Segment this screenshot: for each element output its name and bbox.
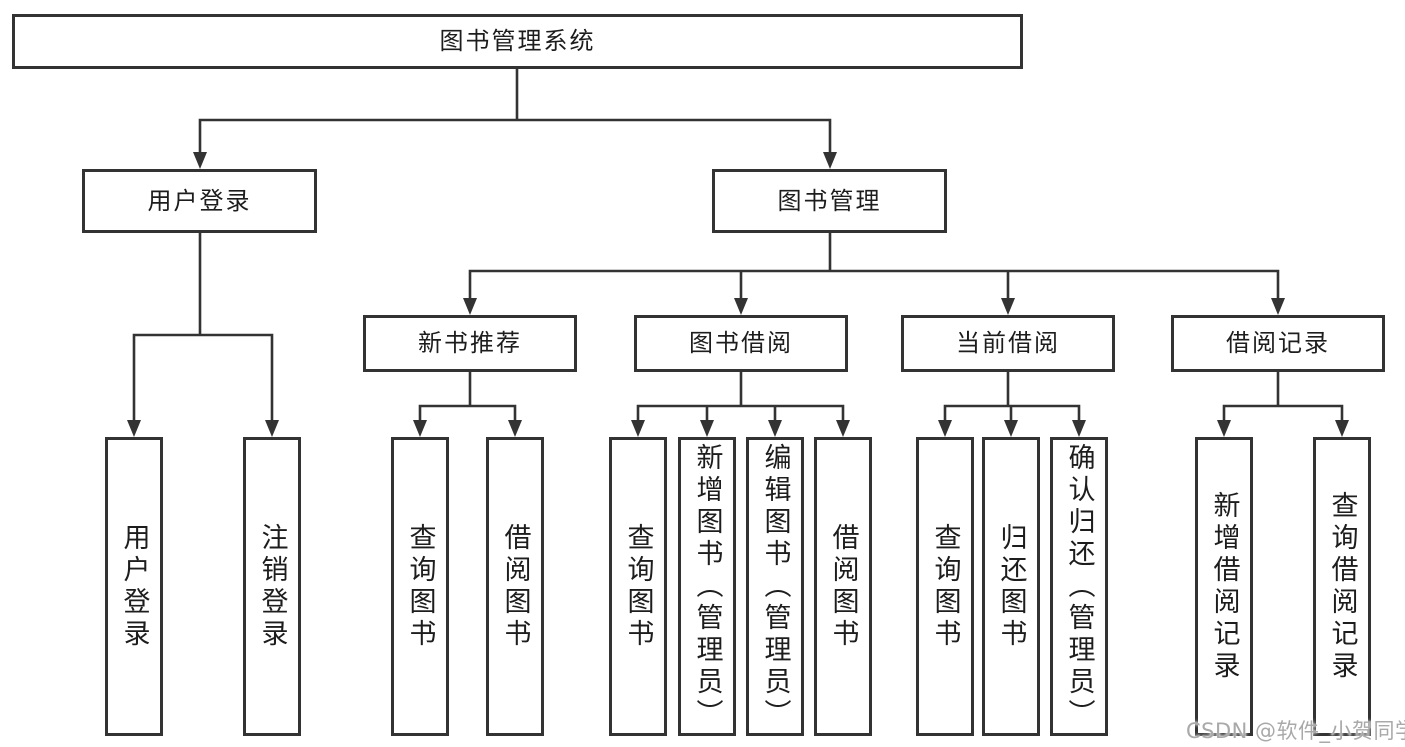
node-book-borrow: 图书借阅 xyxy=(634,315,848,372)
leaf-user-login: 用户登录 xyxy=(105,437,163,736)
node-label: 图书管理系统 xyxy=(439,27,596,56)
node-label: 用户登录 xyxy=(147,186,252,215)
leaf-label: 查询图书 xyxy=(622,522,654,651)
leaf-label: 用户登录 xyxy=(118,522,150,651)
arrowheads xyxy=(127,152,1349,437)
csdn-watermark: CSDN @软件_小贺同学 xyxy=(1186,719,1405,743)
node-user-login: 用户登录 xyxy=(82,169,317,233)
leaf-add-books-admin: 新增图书（管理员） xyxy=(678,437,736,736)
node-current-borrow: 当前借阅 xyxy=(901,315,1115,372)
leaf-query-books-borrow: 查询图书 xyxy=(609,437,667,736)
leaf-confirm-return-admin: 确认归还（管理员） xyxy=(1050,437,1108,736)
node-library-management-system: 图书管理系统 xyxy=(12,14,1023,69)
leaf-borrow-books-recommend: 借阅图书 xyxy=(486,437,544,736)
node-new-book-recommend: 新书推荐 xyxy=(363,315,577,372)
leaf-label: 查询借阅记录 xyxy=(1326,490,1358,683)
leaf-label: 编辑图书（管理员） xyxy=(759,442,791,731)
leaf-edit-books-admin: 编辑图书（管理员） xyxy=(746,437,804,736)
leaf-label: 借阅图书 xyxy=(499,522,531,651)
node-label: 图书借阅 xyxy=(689,329,793,358)
leaf-query-books-recommend: 查询图书 xyxy=(391,437,449,736)
leaf-label: 确认归还（管理员） xyxy=(1063,442,1095,731)
leaf-label: 查询图书 xyxy=(929,522,961,651)
leaf-query-books-current: 查询图书 xyxy=(916,437,974,736)
node-label: 当前借阅 xyxy=(956,329,1060,358)
leaf-label: 注销登录 xyxy=(256,522,288,651)
leaf-label: 新增借阅记录 xyxy=(1208,490,1240,683)
node-label: 借阅记录 xyxy=(1226,329,1330,358)
leaf-return-books: 归还图书 xyxy=(982,437,1040,736)
leaf-label: 新增图书（管理员） xyxy=(691,442,723,731)
leaf-logout-login: 注销登录 xyxy=(243,437,301,736)
leaf-add-borrow-record: 新增借阅记录 xyxy=(1195,437,1253,736)
node-label: 新书推荐 xyxy=(418,329,522,358)
leaf-borrow-books-borrow: 借阅图书 xyxy=(814,437,872,736)
node-label: 图书管理 xyxy=(777,186,882,215)
leaf-query-borrow-record: 查询借阅记录 xyxy=(1313,437,1371,736)
node-book-management: 图书管理 xyxy=(712,169,947,233)
leaf-label: 借阅图书 xyxy=(827,522,859,651)
node-borrow-records: 借阅记录 xyxy=(1171,315,1385,372)
leaf-label: 查询图书 xyxy=(404,522,436,651)
leaf-label: 归还图书 xyxy=(995,522,1027,651)
